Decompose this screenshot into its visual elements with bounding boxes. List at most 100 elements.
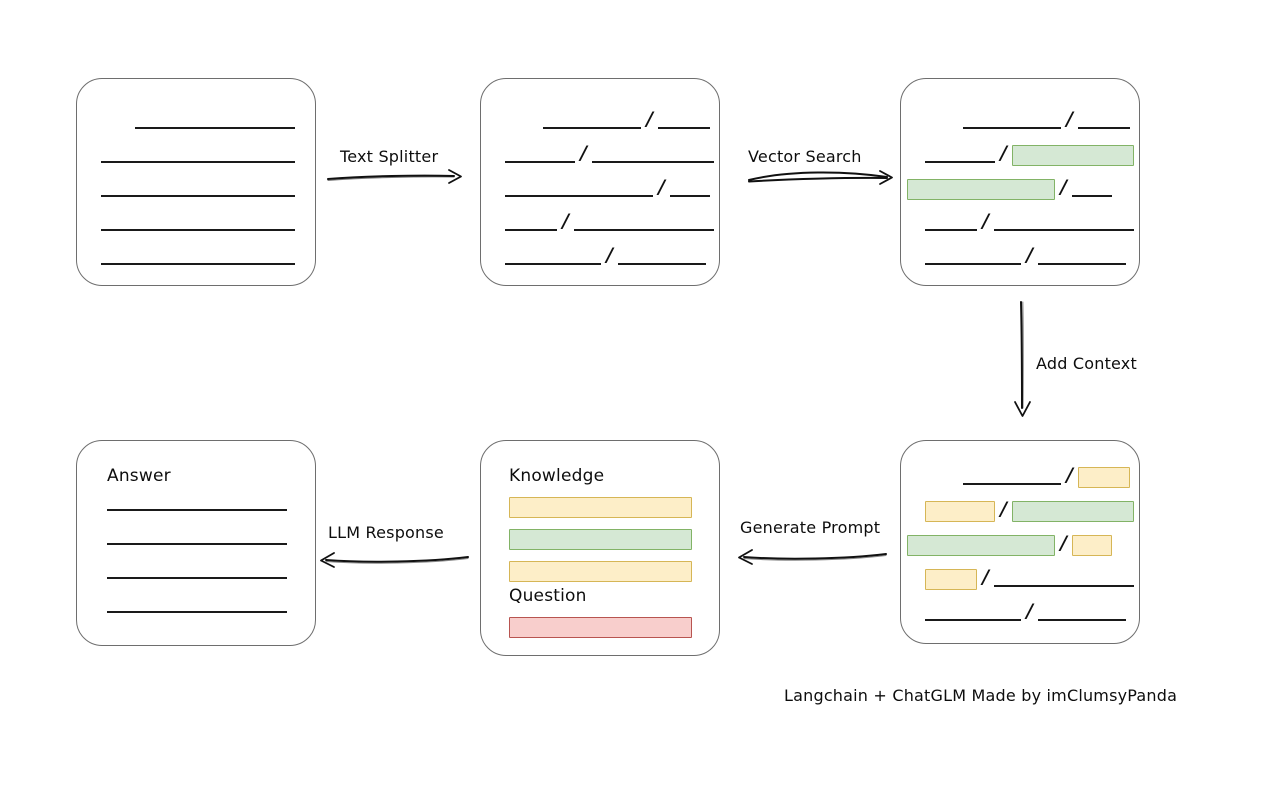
question-bar-1	[509, 617, 692, 638]
highlight-chunk-yellow	[925, 500, 995, 522]
text-line-segment	[657, 127, 710, 129]
text-line-segment	[107, 577, 287, 579]
text-line-segment	[505, 161, 575, 163]
knowledge-bar-2	[509, 529, 692, 550]
knowledge-heading: Knowledge	[509, 466, 605, 486]
document-line: /	[901, 565, 1139, 590]
text-line-segment	[993, 585, 1134, 587]
question-heading: Question	[509, 586, 587, 606]
document-line	[77, 247, 315, 267]
edge-label-vector-search: Vector Search	[748, 147, 862, 166]
chunk-separator-slash: /	[606, 243, 613, 266]
text-line-segment	[505, 195, 653, 197]
arrow-add-context-icon	[1014, 301, 1031, 417]
chunk-separator-slash: /	[562, 209, 569, 232]
document-line: /	[901, 463, 1139, 488]
chunk-separator-slash: /	[982, 565, 989, 588]
matched-chunks-card[interactable]: / / / / /	[900, 78, 1140, 286]
highlight-chunk-yellow	[1077, 466, 1130, 488]
chunk-separator-slash: /	[1066, 463, 1073, 486]
document-line	[77, 527, 315, 547]
text-line-segment	[1037, 263, 1126, 265]
arrow-generate-prompt-icon	[738, 549, 887, 565]
text-line-segment	[101, 229, 295, 231]
edge-label-add-context: Add Context	[1036, 354, 1137, 373]
chunk-separator-slash: /	[580, 141, 587, 164]
text-line-segment	[543, 127, 641, 129]
text-line-segment	[925, 263, 1021, 265]
split-chunks-lines: / / / / /	[481, 79, 719, 285]
text-line-segment	[925, 619, 1021, 621]
text-line-segment	[591, 161, 714, 163]
text-line-segment	[963, 127, 1061, 129]
document-line: /	[481, 243, 719, 267]
text-line-segment	[1071, 195, 1112, 197]
text-line-segment	[505, 229, 557, 231]
document-line: /	[901, 497, 1139, 522]
document-line	[77, 179, 315, 199]
chunk-separator-slash: /	[1026, 599, 1033, 622]
text-line-segment	[505, 263, 601, 265]
text-line-segment	[617, 263, 706, 265]
text-line-segment	[573, 229, 714, 231]
answer-lines	[77, 493, 315, 645]
edge-label-llm-response: LLM Response	[328, 523, 444, 542]
chunk-separator-slash: /	[1000, 497, 1007, 520]
text-line-segment	[107, 611, 287, 613]
text-line-segment	[135, 127, 295, 129]
chunk-separator-slash: /	[1066, 107, 1073, 130]
source-document-lines	[77, 79, 315, 285]
text-line-segment	[925, 161, 995, 163]
document-line	[77, 111, 315, 131]
document-line: /	[481, 141, 719, 165]
text-line-segment	[107, 509, 287, 511]
chunk-separator-slash: /	[646, 107, 653, 130]
text-line-segment	[101, 161, 295, 163]
text-line-segment	[993, 229, 1134, 231]
text-line-segment	[1037, 619, 1126, 621]
document-line: /	[901, 107, 1139, 131]
text-line-segment	[107, 543, 287, 545]
source-document-card[interactable]	[76, 78, 316, 286]
chunk-separator-slash: /	[1060, 531, 1067, 554]
knowledge-bar-3	[509, 561, 692, 582]
highlight-chunk-green	[1011, 144, 1134, 166]
document-line: /	[901, 175, 1139, 200]
text-line-segment	[925, 229, 977, 231]
document-line: /	[901, 531, 1139, 556]
text-line-segment	[963, 483, 1061, 485]
answer-heading: Answer	[107, 466, 171, 486]
context-added-lines: / / / / /	[901, 441, 1139, 643]
document-line: /	[901, 599, 1139, 623]
edge-label-text-splitter: Text Splitter	[340, 147, 439, 166]
chunk-separator-slash: /	[658, 175, 665, 198]
context-added-card[interactable]: / / / / /	[900, 440, 1140, 644]
chunk-separator-slash: /	[1026, 243, 1033, 266]
highlight-chunk-yellow	[1071, 534, 1112, 556]
arrow-vector-search-icon	[748, 170, 893, 185]
document-line: /	[901, 243, 1139, 267]
document-line	[77, 145, 315, 165]
chunk-separator-slash: /	[1060, 175, 1067, 198]
prompt-card[interactable]: Knowledge Question	[480, 440, 720, 656]
text-line-segment	[101, 195, 295, 197]
answer-card[interactable]: Answer	[76, 440, 316, 646]
matched-chunks-lines: / / / / /	[901, 79, 1139, 285]
highlight-chunk-green	[907, 534, 1055, 556]
footer-note: Langchain + ChatGLM Made by imClumsyPand…	[784, 686, 1178, 705]
chunk-separator-slash: /	[982, 209, 989, 232]
highlight-chunk-green	[1011, 500, 1134, 522]
edge-label-generate-prompt: Generate Prompt	[740, 518, 881, 537]
document-line	[77, 213, 315, 233]
text-line-segment	[101, 263, 295, 265]
document-line	[77, 595, 315, 615]
chunk-separator-slash: /	[1000, 141, 1007, 164]
arrow-text-splitter-icon	[327, 169, 462, 184]
document-line: /	[481, 175, 719, 199]
document-line	[77, 561, 315, 581]
document-line: /	[481, 107, 719, 131]
split-chunks-card[interactable]: / / / / /	[480, 78, 720, 286]
knowledge-bar-1	[509, 497, 692, 518]
document-line	[77, 493, 315, 513]
